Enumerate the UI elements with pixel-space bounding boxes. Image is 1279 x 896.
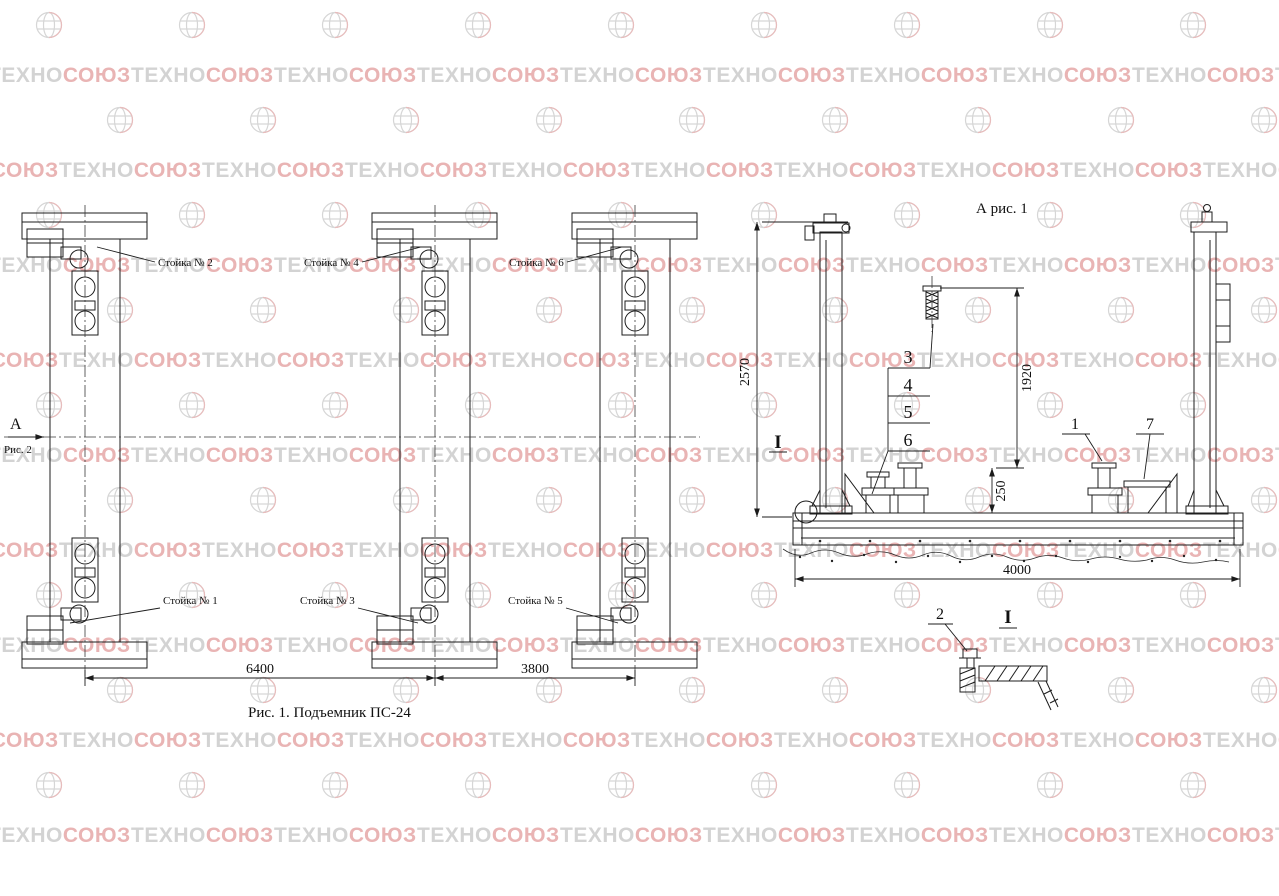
dim-2570: 2570 — [738, 358, 753, 386]
ground-dots — [798, 553, 1218, 564]
section-mark-left: I — [774, 432, 781, 453]
view-a-ref: Рис. 2 — [4, 444, 32, 456]
figure-2-front-view: А рис. 1 — [738, 201, 1244, 711]
fig2-left-jacks — [844, 462, 929, 514]
callout-2: 2 — [936, 606, 944, 623]
stand-label-5: Стойка № 5 — [508, 595, 563, 607]
figure-2-title: А рис. 1 — [976, 201, 1028, 217]
section-mark-detail: I — [1004, 607, 1011, 628]
fig1-leader-lines — [69, 246, 623, 624]
fig1-dimension-lines — [84, 670, 636, 686]
figure-1-plan-view: Стойка № 2 Стойка № 4 Стойка № 6 Стойка … — [4, 205, 700, 721]
fig2-base-bolts — [818, 539, 1222, 543]
callout-7: 7 — [1146, 416, 1154, 433]
stand-label-2: Стойка № 2 — [158, 257, 213, 269]
dim-6400: 6400 — [246, 662, 274, 677]
fig1-column-2 — [371, 212, 498, 669]
callout-1: 1 — [1071, 416, 1079, 433]
view-a-label: А — [10, 416, 22, 433]
dim-250: 250 — [994, 481, 1009, 502]
fig2-right-jacks — [1087, 462, 1178, 514]
fig2-right-post — [1185, 204, 1231, 515]
fig2-callout-lines — [871, 323, 1164, 652]
dim-4000: 4000 — [1003, 563, 1031, 578]
fig2-left-post — [804, 213, 853, 515]
dim-3800: 3800 — [521, 662, 549, 677]
fig2-dimension-lines — [754, 221, 1241, 587]
fig2-anchor-detail — [959, 648, 1059, 711]
callout-4: 4 — [904, 375, 913, 395]
figure-1-caption: Рис. 1. Подъемник ПС-24 — [248, 705, 411, 721]
fig1-column-3 — [571, 212, 698, 669]
stand-label-3: Стойка № 3 — [300, 595, 355, 607]
dim-1920: 1920 — [1020, 364, 1035, 392]
stand-label-6: Стойка № 6 — [509, 257, 564, 269]
callout-3: 3 — [904, 347, 913, 367]
fig2-base-platform — [792, 500, 1244, 546]
callout-5: 5 — [904, 402, 913, 422]
callout-6: 6 — [904, 430, 913, 450]
ground-hatch — [782, 548, 1230, 564]
stand-label-4: Стойка № 4 — [304, 257, 359, 269]
stand-label-1: Стойка № 1 — [163, 595, 218, 607]
fig1-column-1 — [21, 212, 148, 669]
